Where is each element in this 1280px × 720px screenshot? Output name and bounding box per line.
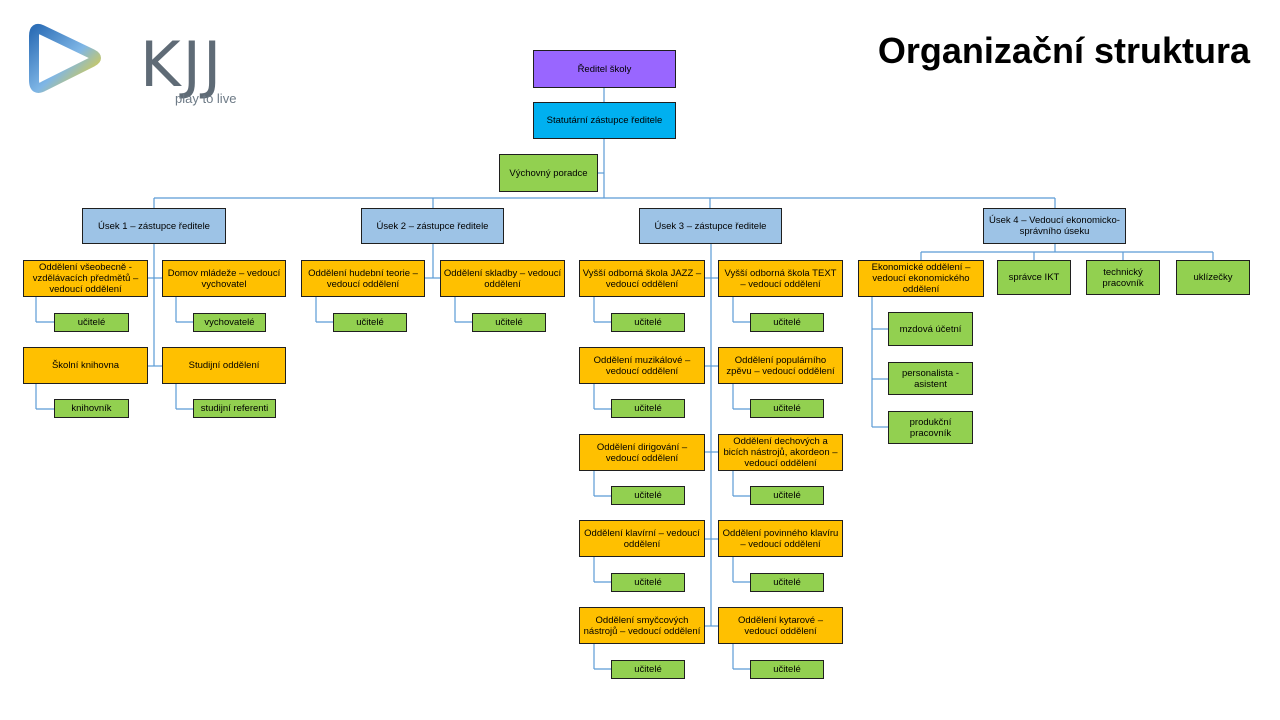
piano-staff-box: učitelé (611, 573, 685, 592)
study-dept-box: Studijní oddělení (162, 347, 286, 384)
piano-req-dept-box: Oddělení povinného klavíru – vedoucí odd… (718, 520, 843, 557)
text-staff-box: učitelé (750, 313, 824, 332)
personnel-box: personalista - asistent (888, 362, 973, 395)
ict-box: správce IKT (997, 260, 1071, 295)
musical-dept-box: Oddělení muzikálové – vedoucí oddělení (579, 347, 705, 384)
production-box: produkční pracovník (888, 411, 973, 444)
jazz-dept-box: Vyšší odborná škola JAZZ – vedoucí odděl… (579, 260, 705, 297)
logo-tagline: play to live (175, 91, 237, 106)
section-4-box: Úsek 4 – Vedoucí ekonomicko-správního ús… (983, 208, 1126, 244)
section-3-box: Úsek 3 – zástupce ředitele (639, 208, 782, 244)
strings-dept-box: Oddělení smyčcových nástrojů – vedoucí o… (579, 607, 705, 644)
page-title: Organizační struktura (877, 30, 1250, 71)
theory-dept-box: Oddělení hudební teorie – vedoucí odděle… (301, 260, 425, 297)
play-logo-icon (29, 23, 101, 93)
piano-dept-box: Oddělení klavírní – vedoucí oddělení (579, 520, 705, 557)
guitar-dept-box: Oddělení kytarové – vedoucí oddělení (718, 607, 843, 644)
dorm-box: Domov mládeže – vedoucí vychovatel (162, 260, 286, 297)
library-staff-box: knihovník (54, 399, 129, 418)
econ-dept-box: Ekonomické oddělení – vedoucí ekonomické… (858, 260, 984, 297)
composition-dept-box: Oddělení skladby – vedoucí oddělení (440, 260, 565, 297)
theory-staff-box: učitelé (333, 313, 407, 332)
logo-text: KJJ (140, 28, 224, 101)
section-2-box: Úsek 2 – zástupce ředitele (361, 208, 504, 244)
winds-staff-box: učitelé (750, 486, 824, 505)
study-staff-box: studijní referenti (193, 399, 276, 418)
conducting-dept-box: Oddělení dirigování – vedoucí oddělení (579, 434, 705, 471)
conducting-staff-box: učitelé (611, 486, 685, 505)
composition-staff-box: učitelé (472, 313, 546, 332)
pop-dept-box: Oddělení populárního zpěvu – vedoucí odd… (718, 347, 843, 384)
advisor-box: Výchovný poradce (499, 154, 598, 192)
dorm-staff-box: vychovatelé (193, 313, 266, 332)
strings-staff-box: učitelé (611, 660, 685, 679)
guitar-staff-box: učitelé (750, 660, 824, 679)
library-box: Školní knihovna (23, 347, 148, 384)
piano-req-staff-box: učitelé (750, 573, 824, 592)
cleaners-box: uklízečky (1176, 260, 1250, 295)
deputy-box: Statutární zástupce ředitele (533, 102, 676, 139)
text-dept-box: Vyšší odborná škola TEXT – vedoucí odděl… (718, 260, 843, 297)
general-staff-box: učitelé (54, 313, 129, 332)
winds-dept-box: Oddělení dechových a bicích nástrojů, ak… (718, 434, 843, 471)
section-1-box: Úsek 1 – zástupce ředitele (82, 208, 226, 244)
technician-box: technický pracovník (1086, 260, 1160, 295)
jazz-staff-box: učitelé (611, 313, 685, 332)
musical-staff-box: učitelé (611, 399, 685, 418)
general-dept-box: Oddělení všeobecně - vzdělávacích předmě… (23, 260, 148, 297)
pop-staff-box: učitelé (750, 399, 824, 418)
kjj-logo: KJJ (28, 20, 248, 110)
payroll-box: mzdová účetní (888, 312, 973, 346)
director-box: Ředitel školy (533, 50, 676, 88)
